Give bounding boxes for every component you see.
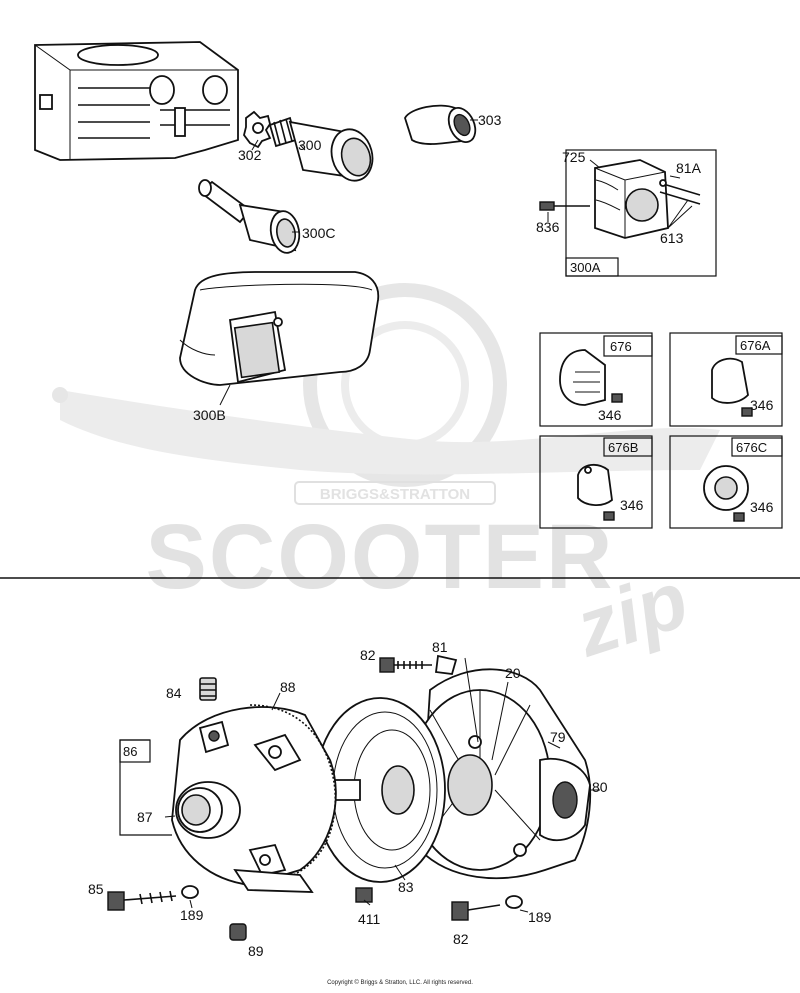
box-86: [119, 739, 172, 836]
label-346-a: 346: [598, 407, 622, 423]
label-84: 84: [166, 685, 182, 701]
label-411: 411: [358, 911, 381, 927]
label-676b: 676B: [608, 440, 638, 455]
label-300c: 300C: [302, 225, 335, 241]
watermark-brand: SCOOTER: [146, 506, 615, 608]
label-302: 302: [238, 147, 262, 163]
label-89: 89: [248, 943, 264, 959]
label-346-c: 346: [620, 497, 644, 513]
label-300: 300: [298, 137, 322, 153]
part-300c-pipe: [198, 179, 301, 254]
watermark-ring: [303, 283, 507, 487]
label-836: 836: [536, 219, 560, 235]
part-89-nut: [229, 923, 247, 941]
hardware: [107, 654, 523, 941]
label-88: 88: [280, 679, 296, 695]
label-87: 87: [137, 809, 153, 825]
top-labels: 300 302 303 300C 300B 725 81A 836 613 67…: [193, 112, 783, 515]
label-81: 81: [432, 639, 448, 655]
tag-676c: [731, 437, 783, 457]
label-725: 725: [562, 149, 586, 165]
part-189-washer-a: [181, 885, 199, 899]
tag-676b: [603, 437, 653, 457]
tag-676: [603, 335, 653, 357]
part-81-tab: [434, 654, 458, 675]
part-82-bolt-head: [379, 657, 395, 673]
label-81a: 81A: [676, 160, 702, 176]
label-189-left: 189: [180, 907, 204, 923]
copyright-notice: Copyright © Briggs & Stratton, LLC. All …: [327, 979, 473, 986]
watermark-badge-frame: [294, 481, 496, 505]
watermark-badge-text: BRIGGS&STRATTON: [320, 486, 470, 503]
part-85-bolt-head: [107, 891, 125, 911]
label-82-bottom: 82: [453, 931, 469, 947]
part-303-elbow: [404, 104, 477, 145]
box-676c: [669, 435, 783, 529]
box-300a-tag: [565, 257, 619, 277]
part-189-washer-b: [505, 895, 523, 909]
label-189-right: 189: [528, 909, 552, 925]
watermark-scooter-body: [60, 390, 720, 475]
part-300-muffler: [268, 116, 374, 182]
label-80: 80: [592, 779, 608, 795]
label-613: 613: [660, 230, 684, 246]
label-85: 85: [88, 881, 104, 897]
label-303: 303: [478, 112, 502, 128]
bottom-leaders: [164, 657, 600, 913]
label-300b: 300B: [193, 407, 226, 423]
label-676: 676: [610, 339, 632, 354]
part-88-housing: [171, 704, 337, 893]
label-676a: 676A: [740, 338, 771, 353]
part-411-nut: [355, 887, 373, 903]
label-86: 86: [123, 744, 137, 759]
part-79-crankcase-cover: [409, 668, 592, 880]
label-346-d: 346: [750, 499, 774, 515]
box-676a: [669, 332, 783, 427]
label-82-top: 82: [360, 647, 376, 663]
part-302-lockwasher: [243, 110, 272, 149]
box-300a-frame: [565, 149, 717, 277]
watermark-handle: [52, 387, 68, 403]
label-83: 83: [398, 879, 414, 895]
label-676c: 676C: [736, 440, 767, 455]
box-676b: [539, 435, 653, 529]
label-20: 20: [505, 665, 521, 681]
tag-676a: [735, 335, 783, 355]
box-300a: 300A: [539, 149, 717, 277]
cylinder-block: [34, 41, 239, 161]
box-676: [539, 332, 653, 427]
part-300b-muffler: [179, 271, 380, 386]
bottom-labels: 82 81 20 84 88 86 87 79 80 85 189 83 411…: [88, 639, 608, 959]
label-346-b: 346: [750, 397, 774, 413]
label-300a: 300A: [570, 260, 601, 275]
top-leaders: [219, 119, 693, 406]
part-82-bolt-b-head: [451, 901, 469, 921]
label-79: 79: [550, 729, 566, 745]
